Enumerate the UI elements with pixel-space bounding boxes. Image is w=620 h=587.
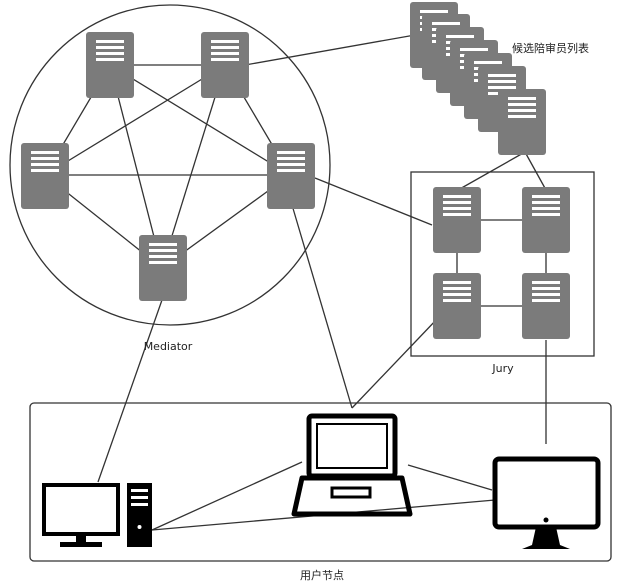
candidate-juror-stack bbox=[410, 2, 546, 155]
candidate-list-label: 候选陪审员列表 bbox=[512, 41, 589, 55]
jury-edges bbox=[456, 219, 547, 307]
mediator-server-2 bbox=[201, 32, 249, 98]
mediator-server-1 bbox=[86, 32, 134, 98]
desktop-computer-icon bbox=[42, 483, 120, 547]
jury-server-3 bbox=[433, 273, 481, 339]
user-nodes-boundary bbox=[29, 402, 612, 562]
mediator-label: Mediator bbox=[144, 340, 193, 353]
mediator-boundary bbox=[9, 4, 331, 326]
jury-boundary bbox=[410, 171, 595, 357]
jury-label: Jury bbox=[491, 362, 514, 375]
pc-tower-icon bbox=[127, 483, 152, 547]
network-links bbox=[97, 34, 547, 531]
mediator-server-5 bbox=[139, 235, 187, 301]
mediator-server-4 bbox=[267, 143, 315, 209]
monitor-icon bbox=[492, 456, 601, 549]
mediator-server-3 bbox=[21, 143, 69, 209]
user-nodes-label: 用户节点 bbox=[300, 568, 344, 582]
jury-server-2 bbox=[522, 187, 570, 253]
jury-server-1 bbox=[433, 187, 481, 253]
jury-server-4 bbox=[522, 273, 570, 339]
laptop-icon bbox=[291, 413, 413, 517]
